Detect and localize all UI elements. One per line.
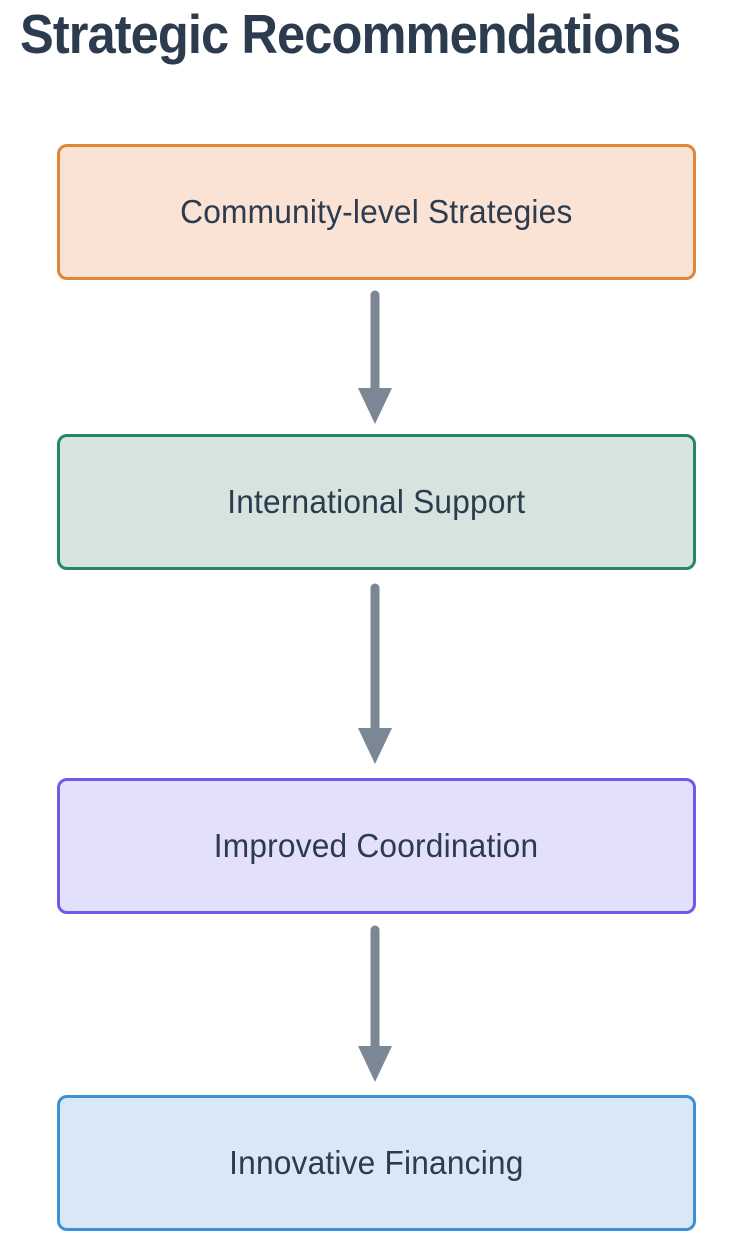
flow-arrow-down-1	[358, 290, 392, 424]
flow-arrow-down-3	[358, 925, 392, 1082]
flow-arrow-down-2	[358, 583, 392, 764]
node-label: Innovative Financing	[229, 1144, 524, 1181]
arrow-head	[358, 728, 392, 764]
arrow-head	[358, 388, 392, 424]
node-label: Improved Coordination	[214, 827, 539, 864]
node-label: International Support	[227, 483, 526, 520]
page-title: Strategic Recommendations	[20, 3, 681, 65]
node-label: Community-level Strategies	[180, 193, 573, 230]
flow-node-innovative-financing: Innovative Financing	[57, 1095, 696, 1231]
flow-node-community-strategies: Community-level Strategies	[57, 144, 696, 280]
flow-node-international-support: International Support	[57, 434, 696, 570]
arrow-head	[358, 1046, 392, 1082]
flow-node-improved-coordination: Improved Coordination	[57, 778, 696, 914]
